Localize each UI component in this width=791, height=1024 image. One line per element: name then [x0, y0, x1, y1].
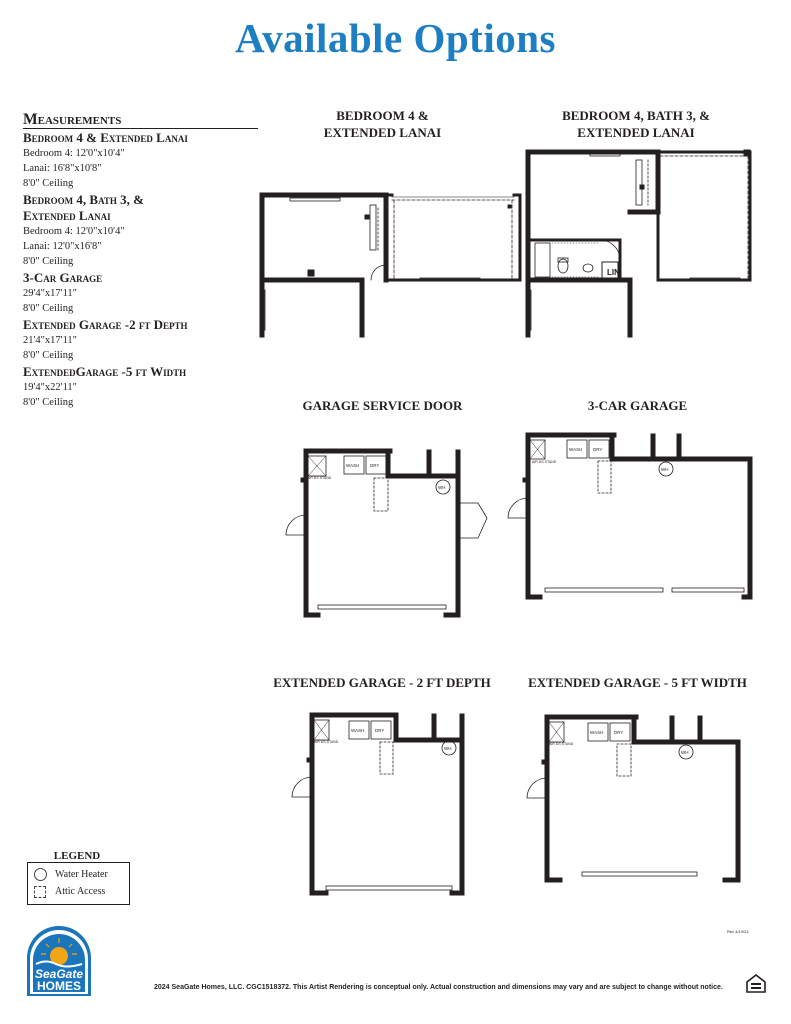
air-stand-label: AIR DS STAND	[314, 740, 339, 744]
water-heater-label: WH	[438, 485, 446, 490]
revision-date: Rev 4/19/24	[727, 929, 749, 934]
measurement-line: 8'0" Ceiling	[23, 350, 74, 361]
measurement-line: 29'4"x17'11"	[23, 288, 77, 299]
footer-disclaimer: 2024 SeaGate Homes, LLC. CGC1518372. Thi…	[154, 984, 723, 991]
plan-bedroom4-lanai	[259, 192, 522, 338]
legend-title: Legend	[42, 850, 112, 862]
measurement-title: ExtendedGarage -5 ft Width	[23, 364, 187, 379]
measurements-panel: Measurements Bedroom 4 & Extended Lanai …	[23, 111, 258, 410]
air-stand-label: AIR DS STAND	[307, 476, 332, 480]
plan-heading-bedroom4-bath3: Bedroom 4, Bath 3, & Extended Lanai	[541, 107, 731, 141]
water-heater-label: WH	[444, 746, 452, 751]
plan-bedroom4-bath3	[525, 149, 752, 338]
plan-ext-garage-depth	[291, 712, 465, 896]
logo-text-homes: HOMES	[37, 979, 81, 993]
page-title: Available Options	[235, 15, 556, 61]
measurement-line: Bedroom 4: 12'0"x10'4"	[23, 148, 125, 159]
measurement-title: 3-Car Garage	[23, 270, 103, 285]
dry-label: DRY	[614, 730, 623, 735]
plan-ext-garage-width	[526, 714, 741, 883]
measurement-line: 21'4"x17'11"	[23, 335, 77, 346]
measurements-heading: Measurements	[23, 111, 258, 129]
plan-heading-line: Bedroom 4 &	[336, 108, 429, 123]
wash-label: WASH	[346, 463, 359, 468]
legend-water-heater: Water Heater	[34, 868, 108, 882]
attic-access-icon	[34, 885, 46, 898]
seagate-logo: SeaGate HOMES	[27, 926, 91, 996]
plan-heading-line: Bedroom 4, Bath 3, &	[562, 108, 710, 123]
air-stand-label: AIR DS STAND	[532, 460, 557, 464]
plan-garage-service-door	[285, 448, 488, 618]
plan-heading-service-door: Garage Service Door	[302, 398, 463, 413]
measurement-item: 3-Car Garage 29'4"x17'11" 8'0" Ceiling	[23, 270, 258, 316]
air-stand-label: AIR DS STAND	[549, 742, 574, 746]
measurement-line: 8'0" Ceiling	[23, 397, 74, 408]
wash-label: WASH	[351, 728, 364, 733]
wash-label: WASH	[590, 730, 603, 735]
equal-housing-icon	[746, 973, 766, 993]
legend-label: Attic Access	[55, 886, 106, 897]
legend-label: Water Heater	[55, 869, 108, 880]
plan-heading-ext-width: Extended Garage - 5 ft Width	[528, 675, 747, 690]
plan-heading-3-car: 3-Car Garage	[587, 398, 688, 413]
measurement-item: Extended Garage -2 ft Depth 21'4"x17'11"…	[23, 317, 258, 363]
logo-text-seagate: SeaGate	[35, 967, 83, 981]
measurement-title: Bedroom 4 & Extended Lanai	[23, 130, 188, 145]
plan-heading-line: Extended Lanai	[577, 125, 695, 140]
wash-label: WASH	[569, 447, 582, 452]
dry-label: DRY	[370, 463, 379, 468]
water-heater-icon	[34, 868, 47, 882]
measurement-line: 8'0" Ceiling	[23, 256, 74, 267]
legend-attic-access: Attic Access	[34, 885, 105, 899]
water-heater-label: WH	[661, 467, 669, 472]
measurement-item: Bedroom 4, Bath 3, & Extended Lanai Bedr…	[23, 192, 258, 269]
plan-heading-line: Extended Lanai	[323, 125, 442, 140]
measurement-title: Bedroom 4, Bath 3, & Extended Lanai	[23, 192, 145, 223]
plan-heading-ext-depth: Extended Garage - 2 ft Depth	[273, 675, 491, 690]
plan-heading-bedroom4-lanai: Bedroom 4 & Extended Lanai	[300, 107, 465, 141]
legend-box: Water Heater Attic Access	[27, 862, 130, 905]
water-heater-label: WH	[681, 750, 689, 755]
measurement-item: Bedroom 4 & Extended Lanai Bedroom 4: 12…	[23, 130, 258, 191]
measurement-line: Lanai: 16'8"x10'8"	[23, 163, 102, 174]
measurement-line: Lanai: 12'0"x16'8"	[23, 241, 102, 252]
measurement-line: 8'0" Ceiling	[23, 303, 74, 314]
measurement-line: 8'0" Ceiling	[23, 178, 74, 189]
dry-label: DRY	[375, 728, 384, 733]
plan-3-car-garage	[507, 432, 753, 600]
measurement-item: ExtendedGarage -5 ft Width 19'4"x22'11" …	[23, 364, 258, 410]
measurement-title: Extended Garage -2 ft Depth	[23, 317, 188, 332]
dry-label: DRY	[593, 447, 602, 452]
lin-label: LIN	[607, 268, 620, 277]
measurement-line: Bedroom 4: 12'0"x10'4"	[23, 226, 125, 237]
measurement-line: 19'4"x22'11"	[23, 382, 77, 393]
